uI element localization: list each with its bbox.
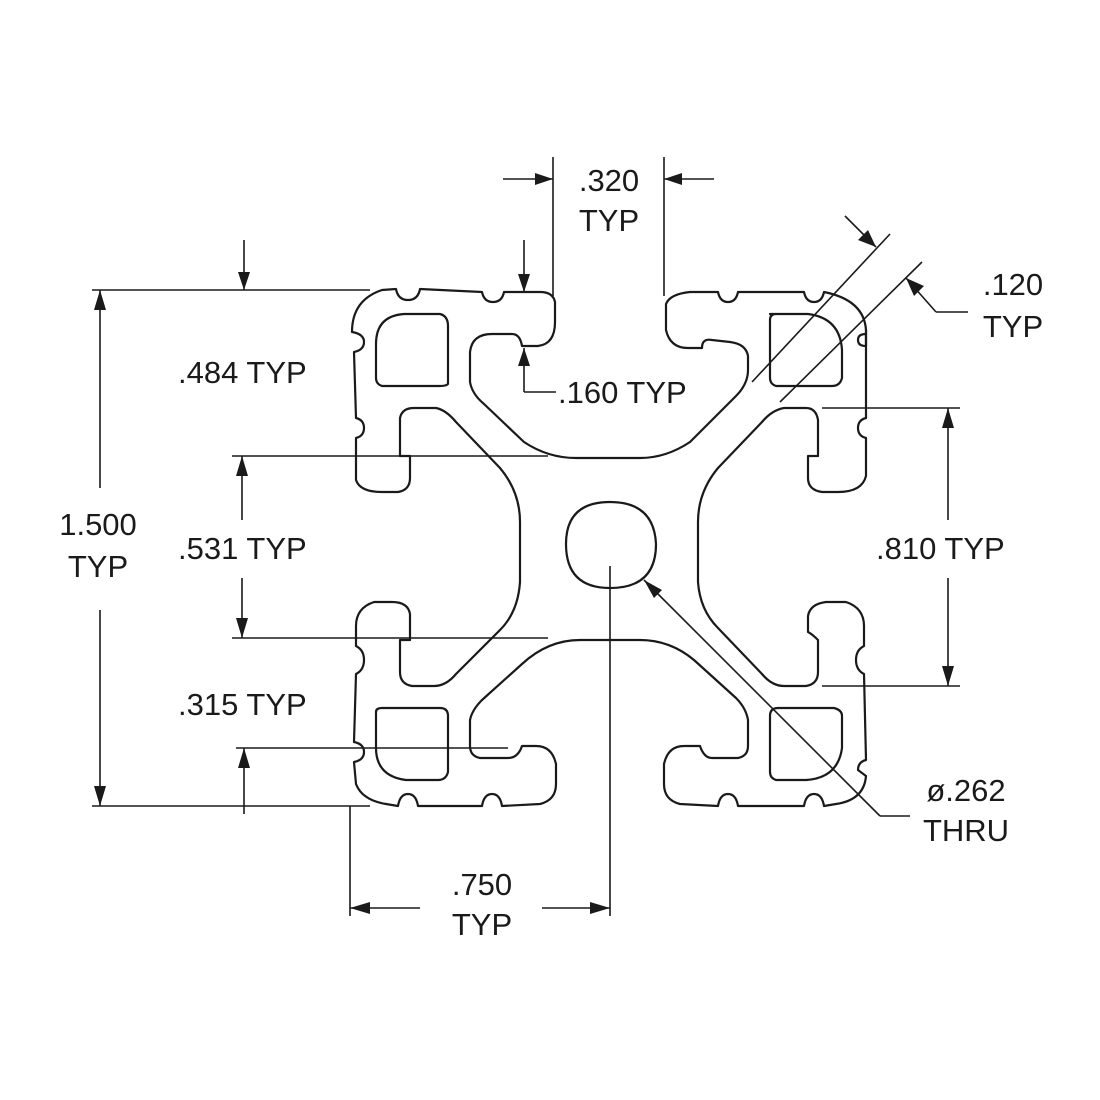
dimension-1500-value: 1.500 [59,507,137,542]
dimension-160-label: .160 TYP [558,375,687,410]
pocket-top-left [374,312,450,388]
dimension-120-note: TYP [982,309,1044,344]
pocket-bottom-left [374,706,450,782]
dimension-320-value: .320 [578,163,640,198]
extrusion-profile [350,287,868,808]
corner-lobe-right [578,328,868,808]
dimension-262-value: ø.262 [926,773,1006,808]
dimension-810-label: .810 TYP [876,531,1005,566]
dimension-315-label: .315 TYP [178,687,307,722]
top-slot-lip-left [468,290,868,460]
dimension-484-label: .484 TYP [178,355,307,390]
pocket-top-right [768,312,844,388]
dimension-lines [92,157,968,916]
dimension-120-value: .120 [982,267,1044,302]
dimension-531-label: .531 TYP [178,531,307,566]
dimension-320-note: TYP [578,203,640,238]
pocket-bottom-right [768,706,844,782]
dimension-750-value: .750 [451,867,513,902]
center-hole [564,500,658,590]
dimension-1500-note: TYP [67,549,129,584]
dimension-262-note: THRU [922,813,1010,848]
dimension-750-note: TYP [451,907,513,942]
corner-lobe-top-left [350,287,557,524]
corner-lobe-bottom-left [352,520,582,808]
